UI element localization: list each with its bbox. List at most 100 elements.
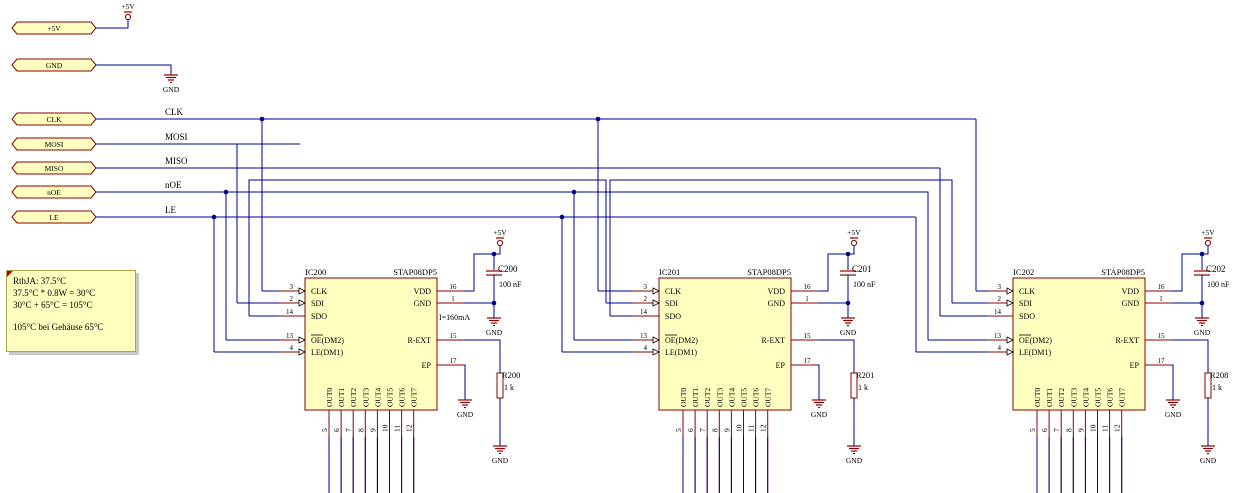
input-arrow-icon: [298, 348, 306, 356]
output-pin-number: 9: [1076, 428, 1085, 432]
cap-ref: C202: [1206, 264, 1226, 274]
ground-symbol-icon: GND: [1165, 399, 1182, 419]
output-pin-name: OUT7: [1118, 388, 1127, 407]
pin-number: 15: [450, 332, 458, 340]
output-pin-name: OUT6: [398, 388, 407, 407]
output-pin-number: 9: [722, 428, 731, 432]
pin-name: SDI: [665, 299, 678, 308]
output-pin-number: 11: [747, 425, 756, 432]
ground-label: GND: [163, 85, 180, 94]
output-pin-name: OUT2: [703, 388, 712, 407]
input-arrow-icon: [1006, 299, 1014, 307]
ground-symbol-icon: GND: [1194, 317, 1211, 337]
pin-name: SDO: [311, 312, 327, 321]
pin-name: LE(DM1): [311, 348, 343, 357]
output-pin-name: OUT0: [679, 388, 688, 407]
wire: [464, 246, 501, 292]
pin-number: 16: [450, 283, 458, 291]
wire: [1172, 302, 1203, 318]
ground-symbol-icon: GND: [1200, 445, 1217, 465]
output-pin-name: OUT3: [361, 388, 370, 407]
input-arrow-icon: [1006, 336, 1014, 344]
output-pin-name: OUT6: [752, 388, 761, 407]
output-pin-number: 12: [759, 424, 768, 432]
cap-value: 100 nF: [1207, 280, 1230, 289]
chip-body: [304, 277, 438, 411]
port-label: +5V: [47, 24, 61, 33]
pin-name: OE(DM2): [1019, 336, 1052, 345]
vcc-symbol-icon: +5V: [121, 2, 135, 21]
output-pin-number: 12: [405, 424, 414, 432]
vcc-circle: [1204, 239, 1212, 247]
pin-number: 1: [451, 295, 455, 303]
pin-name: GND: [1122, 299, 1140, 308]
wire: [818, 364, 820, 400]
thermal-note: RthJA: 37.5°C 37.5°C * 0.8W = 30°C 30°C …: [6, 270, 136, 352]
ground-label: GND: [457, 410, 474, 419]
res-value: 1 k: [1212, 383, 1222, 392]
junction-dot: [571, 189, 577, 195]
port-label: GND: [46, 61, 63, 70]
output-pin-number: 8: [356, 428, 365, 432]
wire: [818, 246, 855, 292]
junction-dot: [259, 116, 265, 122]
pin-number: 1: [1159, 295, 1163, 303]
output-pin-name: OUT2: [1057, 388, 1066, 407]
pin-number: 14: [994, 308, 1002, 316]
output-pin-name: OUT4: [373, 388, 382, 407]
vcc-circle: [850, 239, 858, 247]
pin-name: SDO: [1019, 312, 1035, 321]
current-label: I=160mA: [439, 313, 470, 322]
chip-ref: IC201: [659, 267, 680, 277]
ground-label: GND: [840, 328, 857, 337]
net-label: nOE: [165, 180, 182, 190]
junction-dot: [559, 214, 565, 220]
ground-symbol-icon: GND: [163, 74, 180, 94]
ground-symbol-icon: GND: [492, 445, 509, 465]
pin-name: R-EXT: [407, 336, 431, 345]
chip-body: [658, 277, 792, 411]
output-pin-name: OUT0: [1033, 388, 1042, 407]
pin-number: 1: [805, 295, 809, 303]
pin-number: 2: [644, 295, 648, 303]
pin-number: 3: [290, 283, 294, 291]
port-label: MISO: [45, 164, 64, 173]
pin-name: R-EXT: [1115, 336, 1139, 345]
net-label: LE: [165, 205, 176, 215]
pin-number: 3: [644, 283, 648, 291]
wire: [574, 191, 929, 340]
output-pin-number: 7: [1052, 428, 1061, 432]
ground-label: GND: [1194, 328, 1211, 337]
output-pin-name: OUT6: [1106, 388, 1115, 407]
port-flag-miso: [11, 161, 97, 175]
pin-number: 4: [998, 344, 1002, 352]
ground-symbol-icon: GND: [811, 399, 828, 419]
vcc-circle: [496, 239, 504, 247]
output-pin-name: OUT1: [337, 388, 346, 407]
pin-number: 14: [640, 308, 648, 316]
res-ref: R208: [1210, 370, 1228, 380]
output-pin-number: 10: [381, 424, 390, 432]
note-line: 37.5°C * 0.8W = 30°C: [13, 288, 96, 298]
output-pin-name: OUT2: [349, 388, 358, 407]
input-arrow-icon: [652, 336, 660, 344]
pin-number: 17: [1158, 357, 1166, 365]
output-pin-name: OUT5: [740, 388, 749, 407]
output-pin-name: OUT5: [1094, 388, 1103, 407]
pin-number: 4: [290, 344, 294, 352]
output-pin-number: 11: [393, 425, 402, 432]
output-pin-number: 10: [735, 424, 744, 432]
pin-name: VDD: [1122, 287, 1140, 296]
pin-number: 14: [286, 308, 294, 316]
port-label: MOSI: [45, 140, 64, 149]
port-flag-gnd: [11, 58, 97, 72]
pin-name: CLK: [311, 287, 327, 296]
wire: [96, 64, 172, 75]
output-pin-name: OUT1: [691, 388, 700, 407]
output-pin-number: 7: [344, 428, 353, 432]
output-pin-name: OUT7: [410, 388, 419, 407]
note-flag-icon: [7, 271, 13, 277]
